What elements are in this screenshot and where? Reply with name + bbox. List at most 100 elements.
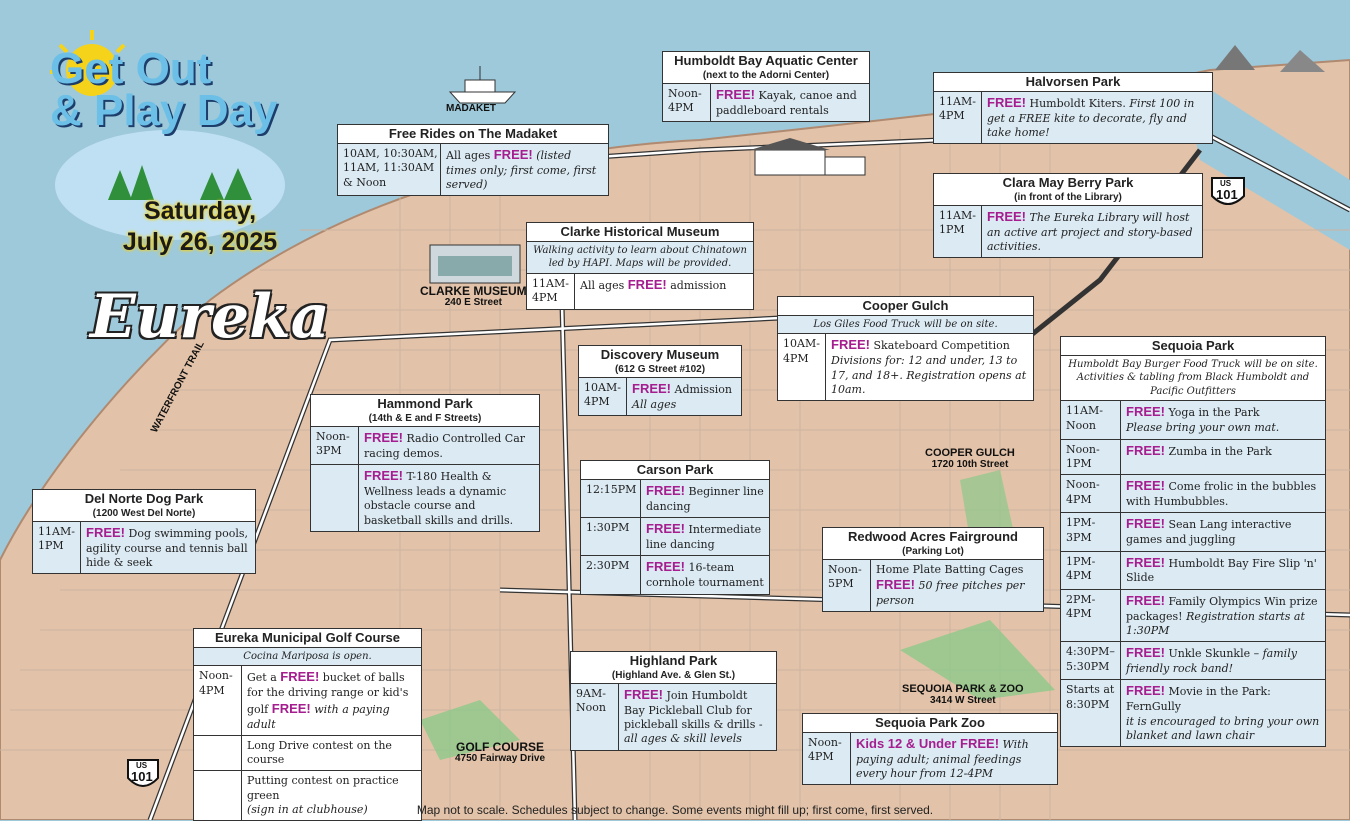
row-time: 2:30PM [581,556,641,594]
box-title: Clara May Berry Park [1002,175,1134,190]
event-title: Get Out & Play Day [50,44,300,133]
free-tag: FREE! [627,276,667,292]
row-desc: Sean Lang interactive games and juggling [1126,518,1292,547]
row-note: 50 free pitches per person [876,579,1025,608]
row-desc: Come frolic in the bubbles with Humbubbl… [1126,480,1317,509]
row-note: Registration starts at 1:30PM [1126,609,1305,637]
free-tag: FREE! [1126,404,1165,420]
schedule-row: 1PM-3PM FREE! Sean Lang interactive games… [1061,512,1325,551]
box-title: Clarke Historical Museum [560,224,720,239]
title-line1: Get Out [50,44,212,93]
box-title: Halvorsen Park [1025,74,1121,89]
row-desc: Beginner line dancing [646,484,764,513]
row-desc: Humboldt Kiters. [1029,96,1126,110]
free-tag: FREE! [987,94,1026,110]
row-time: 11AM-1PM [33,521,81,574]
box-title: Cooper Gulch [862,298,949,313]
row-time: 10AM-4PM [579,377,627,416]
free-tag: FREE! [1126,516,1165,532]
free-tag: FREE! [876,577,915,593]
schedule-row: Noon-4PM FREE! Kayak, canoe and paddlebo… [663,82,869,122]
schedule-row: Long Drive contest on the course [194,734,421,771]
row-time: 11AM-Noon [1061,401,1121,439]
row-desc: admission [670,278,727,292]
row-desc: Humboldt Bay Fire Slip 'n' Slide [1126,556,1317,585]
row-note: First 100 in get a FREE kite to decorate… [987,96,1195,140]
row-desc: Unkle Skunkle – [1168,647,1260,661]
sequoia-park-box: Sequoia Park Humboldt Bay Burger Food Tr… [1060,336,1326,748]
redwood-acres-box: Redwood Acres Fairground (Parking Lot) N… [822,527,1044,613]
free-tag: FREE! [831,337,870,353]
row-time: 2PM-4PM [1061,589,1121,642]
row-note: (sign in at clubhouse) [247,803,368,816]
row-note: The Eureka Library will host an active a… [987,210,1193,254]
row-time: 1PM-3PM [1061,513,1121,551]
box-title: Sequoia Park [1151,338,1235,353]
row-note: with a paying adult [247,702,390,731]
highland-park-box: Highland Park (Highland Ave. & Glen St.)… [570,651,777,751]
row-pre: All ages [446,148,491,162]
row-desc: Skateboard Competition [873,339,1010,353]
aquatic-center-box: Humboldt Bay Aquatic Center (next to the… [662,51,870,123]
row-desc: Intermediate line dancing [646,523,762,552]
row-time: Noon-4PM [194,666,242,735]
box-title: Redwood Acres Fairground [848,529,1018,544]
row-note: Please bring your own mat. [1126,421,1280,435]
box-subtitle: (1200 West Del Norte) [92,507,196,519]
row-note: it is encouraged to bring your own blank… [1126,714,1320,742]
row-desc: Kayak, canoe and paddleboard rentals [716,88,857,117]
row-desc: Long Drive contest on the course [247,738,392,767]
golf-course-box: Eureka Municipal Golf Course Cocina Mari… [193,628,422,821]
free-tag: FREE! [646,521,685,537]
slough-water [1180,70,1350,250]
row-time [194,735,242,771]
us101-shield-south-us: US [136,761,148,770]
schedule-row: FREE! T-180 Health & Wellness leads a dy… [311,464,539,531]
row-note: all ages & skill levels [624,732,742,746]
free-tag: FREE! [646,559,685,575]
row-time: Starts at 8:30PM [1061,680,1121,747]
schedule-row: 11AM-4PM FREE! Humboldt Kiters. First 10… [934,90,1212,144]
free-tag: FREE! [1126,645,1165,661]
us101-shield-south-num: 101 [131,769,153,784]
row-time: Noon-3PM [311,426,359,465]
clarke-museum-building [429,244,521,284]
free-tag: FREE! [1126,683,1165,699]
free-tag: FREE! [280,669,320,685]
row-desc: Dog swimming pools, agility course and t… [86,526,249,570]
row-desc: Join Humboldt Bay Pickleball Club for pi… [624,688,763,732]
box-title: Carson Park [636,462,714,477]
free-tag: FREE! [624,686,663,702]
box-subtitle: (612 G Street #102) [614,363,706,375]
rocks-icon [1215,45,1325,72]
box-note: Walking activity to learn about Chinatow… [527,240,753,273]
free-tag: FREE! [646,482,685,498]
box-subtitle: (next to the Adorni Center) [702,69,830,81]
free-tag: FREE! [86,524,125,540]
row-note: With paying adult; animal feedings every… [856,737,1029,781]
halvorsen-park-box: Halvorsen Park 11AM-4PM FREE! Humboldt K… [933,72,1213,145]
event-date: Saturday, July 26, 2025 [80,196,320,259]
free-tag: FREE! [716,86,755,102]
free-tag: FREE! [632,380,671,396]
schedule-row: 11AM-1PM FREE! Dog swimming pools, agilit… [33,520,255,574]
row-desc: bucket of balls for the driving range or… [247,671,409,716]
free-tag: FREE! [364,468,403,484]
schedule-row: 10AM, 10:30AM, 11AM, 11:30AM & Noon All … [338,142,608,196]
clarke-museum-box: Clarke Historical Museum Walking activit… [526,222,754,310]
schedule-row: Putting contest on practice green(sign i… [194,770,421,821]
